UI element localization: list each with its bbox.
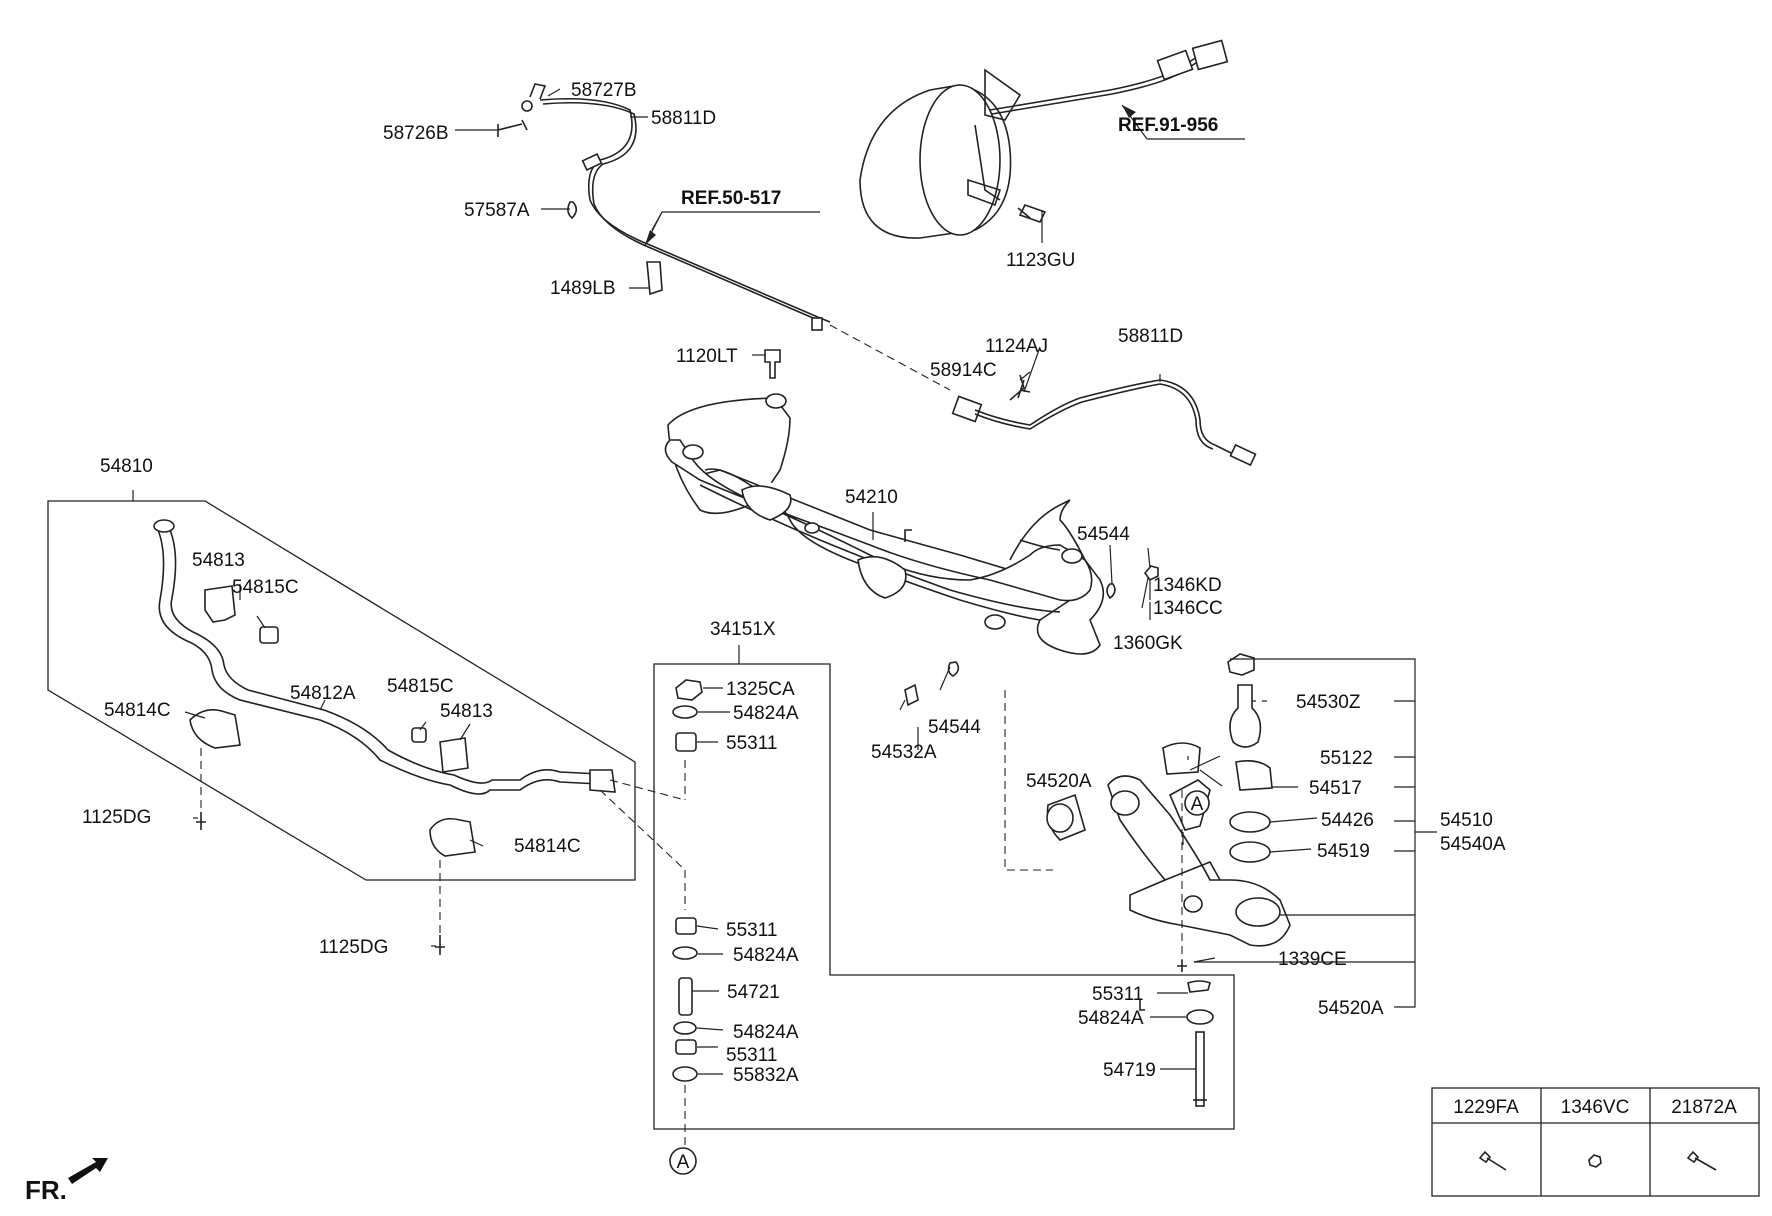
callout: 54544 <box>1077 524 1130 545</box>
link-kit-group-box <box>653 663 1235 1130</box>
reference-marker-a-upper <box>1184 790 1210 816</box>
legend-header-3: 21872A <box>1671 1097 1737 1118</box>
callout: 55311 <box>726 920 777 941</box>
callout: 58727B <box>571 80 637 101</box>
bolt-icon <box>1686 1150 1717 1171</box>
callout: 54721 <box>727 982 780 1003</box>
callout: 54519 <box>1317 841 1370 862</box>
callout: 1124AJ <box>985 336 1048 357</box>
nut-icon <box>1588 1154 1602 1168</box>
front-crossmember <box>664 393 1105 655</box>
stabilizer-bar <box>153 519 616 795</box>
callout: 54815C <box>387 676 454 697</box>
callout: 54824A <box>733 945 799 966</box>
callout: 54810 <box>100 456 153 477</box>
brake-hose-left <box>497 83 831 331</box>
callout: 58811D <box>1118 326 1183 347</box>
callout: 54532A <box>871 742 937 763</box>
stabilizer-group-box <box>47 500 636 881</box>
dashed-guides <box>599 690 1183 960</box>
callout-ref: REF.91-956 <box>1118 115 1218 136</box>
callout: 54824A <box>733 703 799 724</box>
callout: 54814C <box>514 836 581 857</box>
callout: 54813 <box>440 701 493 722</box>
callout: 1339CE <box>1278 949 1347 970</box>
callout: 1125DG <box>82 807 151 828</box>
callout: 58811D <box>651 108 716 129</box>
front-arrow-icon <box>68 1158 108 1184</box>
brake-hose-right <box>829 324 1257 467</box>
callout: 1346KD <box>1153 575 1222 596</box>
callout: 55122 <box>1320 748 1373 769</box>
callout: 55311 <box>1092 984 1143 1005</box>
callout: 1125DG <box>319 937 388 958</box>
reference-marker-a-lower-label: A <box>677 1152 690 1173</box>
orientation-label: FR. <box>25 1175 67 1205</box>
callout: 54520A <box>1318 998 1384 1019</box>
callout: 58726B <box>383 123 449 144</box>
legend-header-1: 1229FA <box>1453 1097 1519 1118</box>
stabilizer-mounts <box>189 585 476 955</box>
callout: 54210 <box>845 487 898 508</box>
callout: 54815C <box>232 577 299 598</box>
lower-control-arm <box>1046 653 1291 972</box>
callout: 54517 <box>1309 778 1362 799</box>
fastener-legend-table: 1229FA 1346VC 21872A <box>1431 1087 1760 1197</box>
callout: 54812A <box>290 683 356 704</box>
part-callouts: 58727B 58811D 58726B 57587A REF.50-517 1… <box>82 80 1506 1086</box>
wheel-hub-assembly <box>859 39 1229 239</box>
callout: 55311 <box>726 1045 777 1066</box>
callout: 54814C <box>104 700 171 721</box>
callout: 1123GU <box>1006 250 1075 271</box>
callout: 54824A <box>1078 1008 1144 1029</box>
callout: 1489LB <box>550 278 616 299</box>
leader-lines <box>132 88 1318 1075</box>
callout: 54530Z <box>1296 692 1361 713</box>
callout: 54540A <box>1440 834 1506 855</box>
callout: 54520A <box>1026 771 1092 792</box>
reference-marker-a-upper-label: A <box>1191 794 1204 815</box>
reference-marker-a-lower <box>669 1147 697 1175</box>
callout: 1346CC <box>1153 598 1223 619</box>
bolt-icon <box>1478 1150 1507 1171</box>
callout: 34151X <box>710 619 776 640</box>
callout: 58914C <box>930 360 997 381</box>
fasteners <box>764 349 1214 1107</box>
callout: 54719 <box>1103 1060 1156 1081</box>
callout: 54544 <box>928 717 981 738</box>
callout: 54813 <box>192 550 245 571</box>
callout: 54824A <box>733 1022 799 1043</box>
callout: 55832A <box>733 1065 799 1086</box>
callout: 54510 <box>1440 810 1493 831</box>
callout: 54426 <box>1321 810 1374 831</box>
callout-ref: REF.50-517 <box>681 188 781 209</box>
callout: 1325CA <box>726 679 795 700</box>
callout: 57587A <box>464 200 530 221</box>
callout: 1360GK <box>1113 633 1183 654</box>
legend-header-2: 1346VC <box>1561 1097 1630 1118</box>
callout: 1120LT <box>676 346 738 367</box>
callout: 55311 <box>726 733 777 754</box>
link-kit-parts <box>672 679 703 1148</box>
